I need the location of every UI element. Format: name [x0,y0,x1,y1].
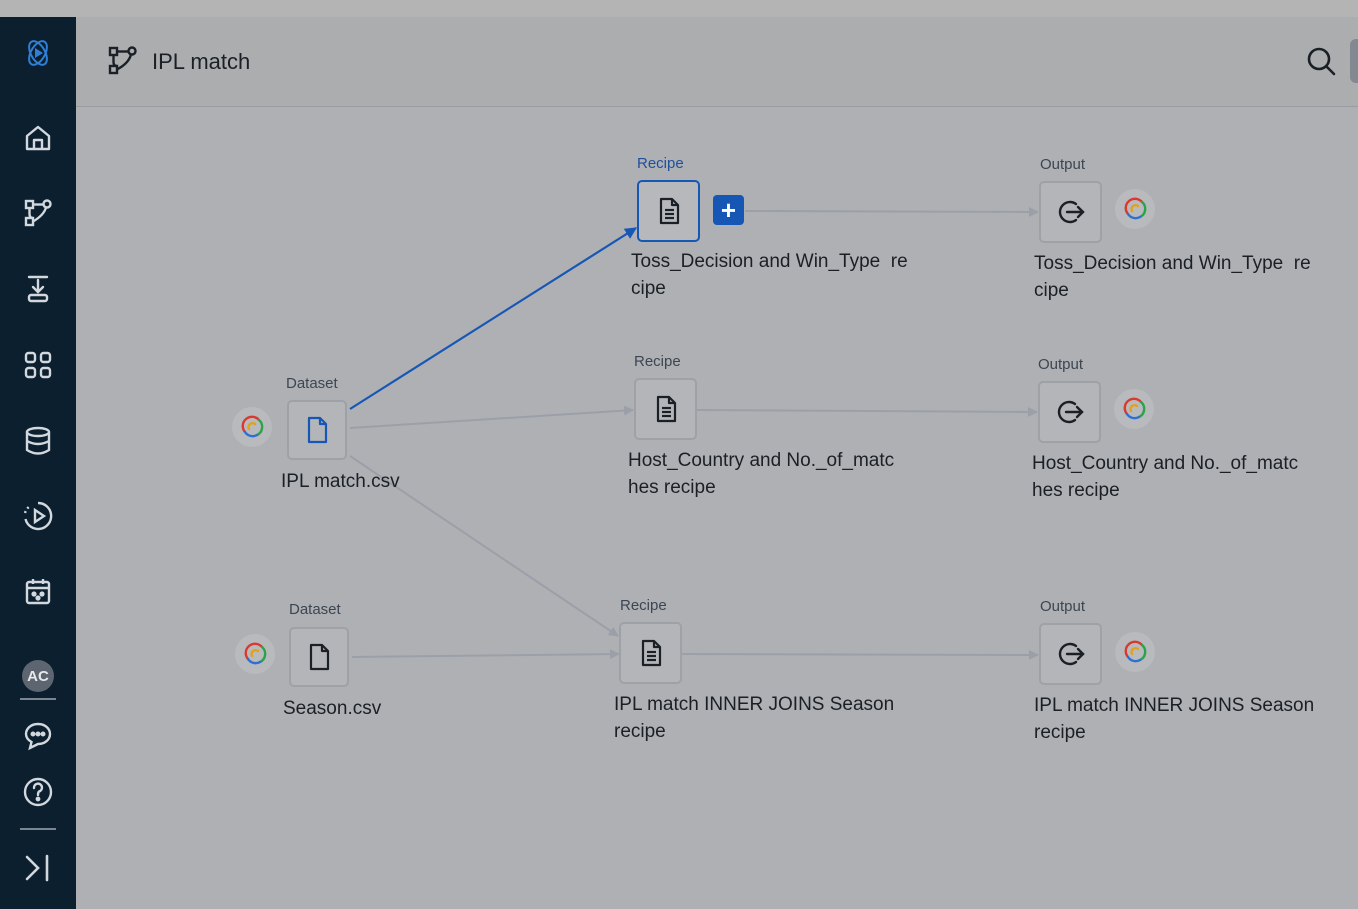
dataset-node-ipl-match[interactable] [287,400,347,460]
recipe-node-inner-join[interactable] [619,622,682,684]
document-icon [641,639,661,667]
node-label: Host_Country and No._of_matc hes recipe [1032,453,1299,501]
top-strip [0,0,1358,17]
recipe-node-toss-decision[interactable] [637,180,700,242]
node-type-label: Recipe [637,155,684,172]
output-node-host-country[interactable] [1038,381,1101,443]
file-icon [309,643,330,671]
avatar[interactable]: AC [22,660,54,692]
page-title: IPL match [152,49,251,74]
output-node-toss-decision[interactable] [1039,181,1102,243]
node-label: IPL match.csv [281,471,400,492]
node-label: IPL match INNER JOINS Season recipe [614,694,895,742]
output-node-inner-join[interactable] [1039,623,1102,685]
connector-logo-icon [1115,632,1155,672]
database-icon[interactable] [18,421,58,461]
flow-canvas[interactable] [76,107,1358,909]
node-type-label: Output [1040,598,1086,615]
connector-logo-icon [1114,389,1154,429]
output-icon [1058,200,1085,224]
home-icon[interactable] [18,118,58,158]
node-label: Host_Country and No._of_matc hes recipe [628,450,895,498]
chat-icon[interactable] [18,716,58,756]
sidebar-divider [20,828,56,830]
document-icon [659,197,679,225]
logo-icon[interactable] [18,33,58,73]
node-label: Toss_Decision and Win_Type re cipe [1034,253,1311,301]
runs-icon[interactable] [18,496,58,536]
node-label: Toss_Decision and Win_Type re cipe [631,251,908,299]
flow-icon [108,46,137,75]
expand-sidebar-icon[interactable] [18,848,58,888]
help-icon[interactable] [18,772,58,812]
node-label: IPL match INNER JOINS Season recipe [1034,695,1315,743]
node-type-label: Output [1038,356,1084,373]
file-icon [307,416,328,444]
add-step-button[interactable]: + [713,195,744,225]
search-icon[interactable] [1305,45,1337,77]
sidebar: AC [0,17,76,909]
document-icon [656,395,676,423]
apps-icon[interactable] [18,345,58,385]
flows-icon[interactable] [18,193,58,233]
output-icon [1057,400,1084,424]
node-label: Season.csv [283,698,382,719]
ingest-icon[interactable] [18,269,58,309]
sidebar-divider [20,698,56,700]
node-type-label: Output [1040,156,1086,173]
node-type-label: Dataset [289,601,341,618]
connector-logo-icon [232,407,272,447]
recipe-node-host-country[interactable] [634,378,697,440]
connector-logo-icon [235,634,275,674]
output-icon [1058,642,1085,666]
node-type-label: Dataset [286,375,338,392]
header-edge-button[interactable] [1350,39,1358,83]
node-type-label: Recipe [634,353,681,370]
schedule-icon[interactable] [18,572,58,612]
page-header: IPL match [76,17,1358,107]
dataset-node-season[interactable] [289,627,349,687]
connector-logo-icon [1115,189,1155,229]
node-type-label: Recipe [620,597,667,614]
